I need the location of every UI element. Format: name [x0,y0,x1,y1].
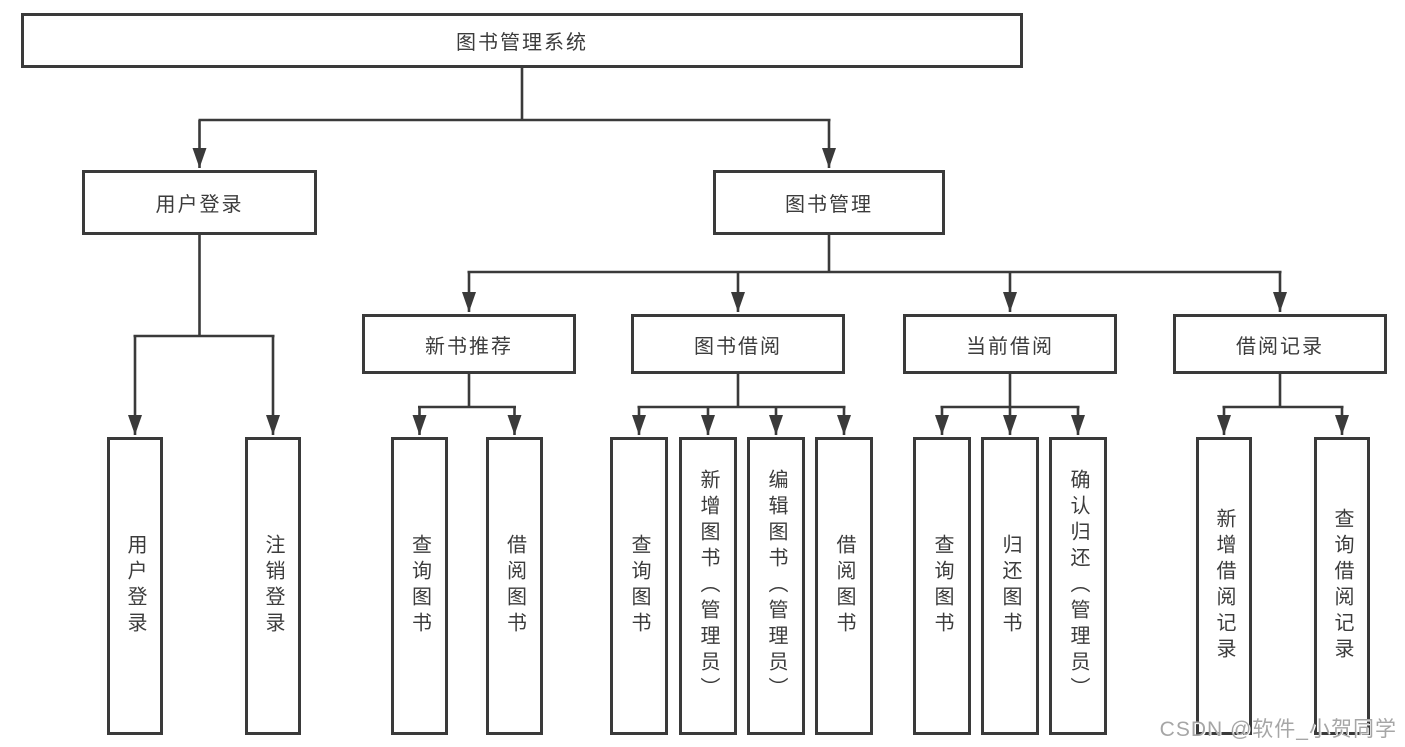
node-library-management-system: 图书管理系统 [21,13,1023,68]
edges-book-borrowing [632,374,851,435]
node-current-borrowing: 当前借阅 [903,314,1117,374]
node-label: 确认归还（管理员） [1067,469,1089,703]
edges-book-management [462,235,1287,312]
node-label: 新增图书（管理员） [697,469,719,703]
node-label: 图书借阅 [694,335,782,358]
edges-new-book-recommend [412,374,522,435]
leaf-borrowing-add-books-admin: 新增图书（管理员） [679,437,737,735]
leaf-borrowing-borrow-books: 借阅图书 [815,437,873,735]
node-label: 查询图书 [931,534,953,638]
watermark: CSDN @软件_小贺同学 [1159,718,1397,741]
node-label: 当前借阅 [966,335,1054,358]
leaf-current-query-books: 查询图书 [913,437,971,735]
edges-root [192,68,836,168]
node-borrowing-records: 借阅记录 [1173,314,1387,374]
leaf-current-return-books: 归还图书 [981,437,1039,735]
node-book-management: 图书管理 [713,170,945,235]
leaf-borrowing-edit-books-admin: 编辑图书（管理员） [747,437,805,735]
node-label: 编辑图书（管理员） [765,469,787,703]
node-label: 用户登录 [155,194,244,216]
leaf-logout: 注销登录 [245,437,301,735]
node-label: 查询借阅记录 [1331,508,1353,664]
node-label: 归还图书 [999,534,1021,638]
edges-user-login [128,235,280,435]
leaf-user-login: 用户登录 [107,437,163,735]
node-label: 新增借阅记录 [1213,508,1235,664]
node-book-borrowing: 图书借阅 [631,314,845,374]
leaf-borrowing-query-books: 查询图书 [610,437,668,735]
node-label: 借阅图书 [833,534,855,638]
leaf-records-query-record: 查询借阅记录 [1314,437,1370,735]
node-label: 用户登录 [124,534,146,638]
node-label: 查询图书 [628,534,650,638]
leaf-current-confirm-return-admin: 确认归还（管理员） [1049,437,1107,735]
node-label: 图书管理系统 [456,32,588,54]
node-label: 注销登录 [262,534,284,638]
node-label: 查询图书 [408,534,431,638]
node-label: 图书管理 [785,194,873,216]
node-new-book-recommend: 新书推荐 [362,314,576,374]
node-label: 借阅记录 [1236,335,1324,358]
node-label: 借阅图书 [503,534,526,638]
leaf-recommend-query-books: 查询图书 [391,437,448,735]
leaf-records-add-record: 新增借阅记录 [1196,437,1252,735]
node-label: 新书推荐 [425,335,513,358]
edges-current-borrowing [935,374,1085,435]
edges-borrowing-records [1217,374,1349,435]
leaf-recommend-borrow-books: 借阅图书 [486,437,543,735]
node-user-login: 用户登录 [82,170,317,235]
